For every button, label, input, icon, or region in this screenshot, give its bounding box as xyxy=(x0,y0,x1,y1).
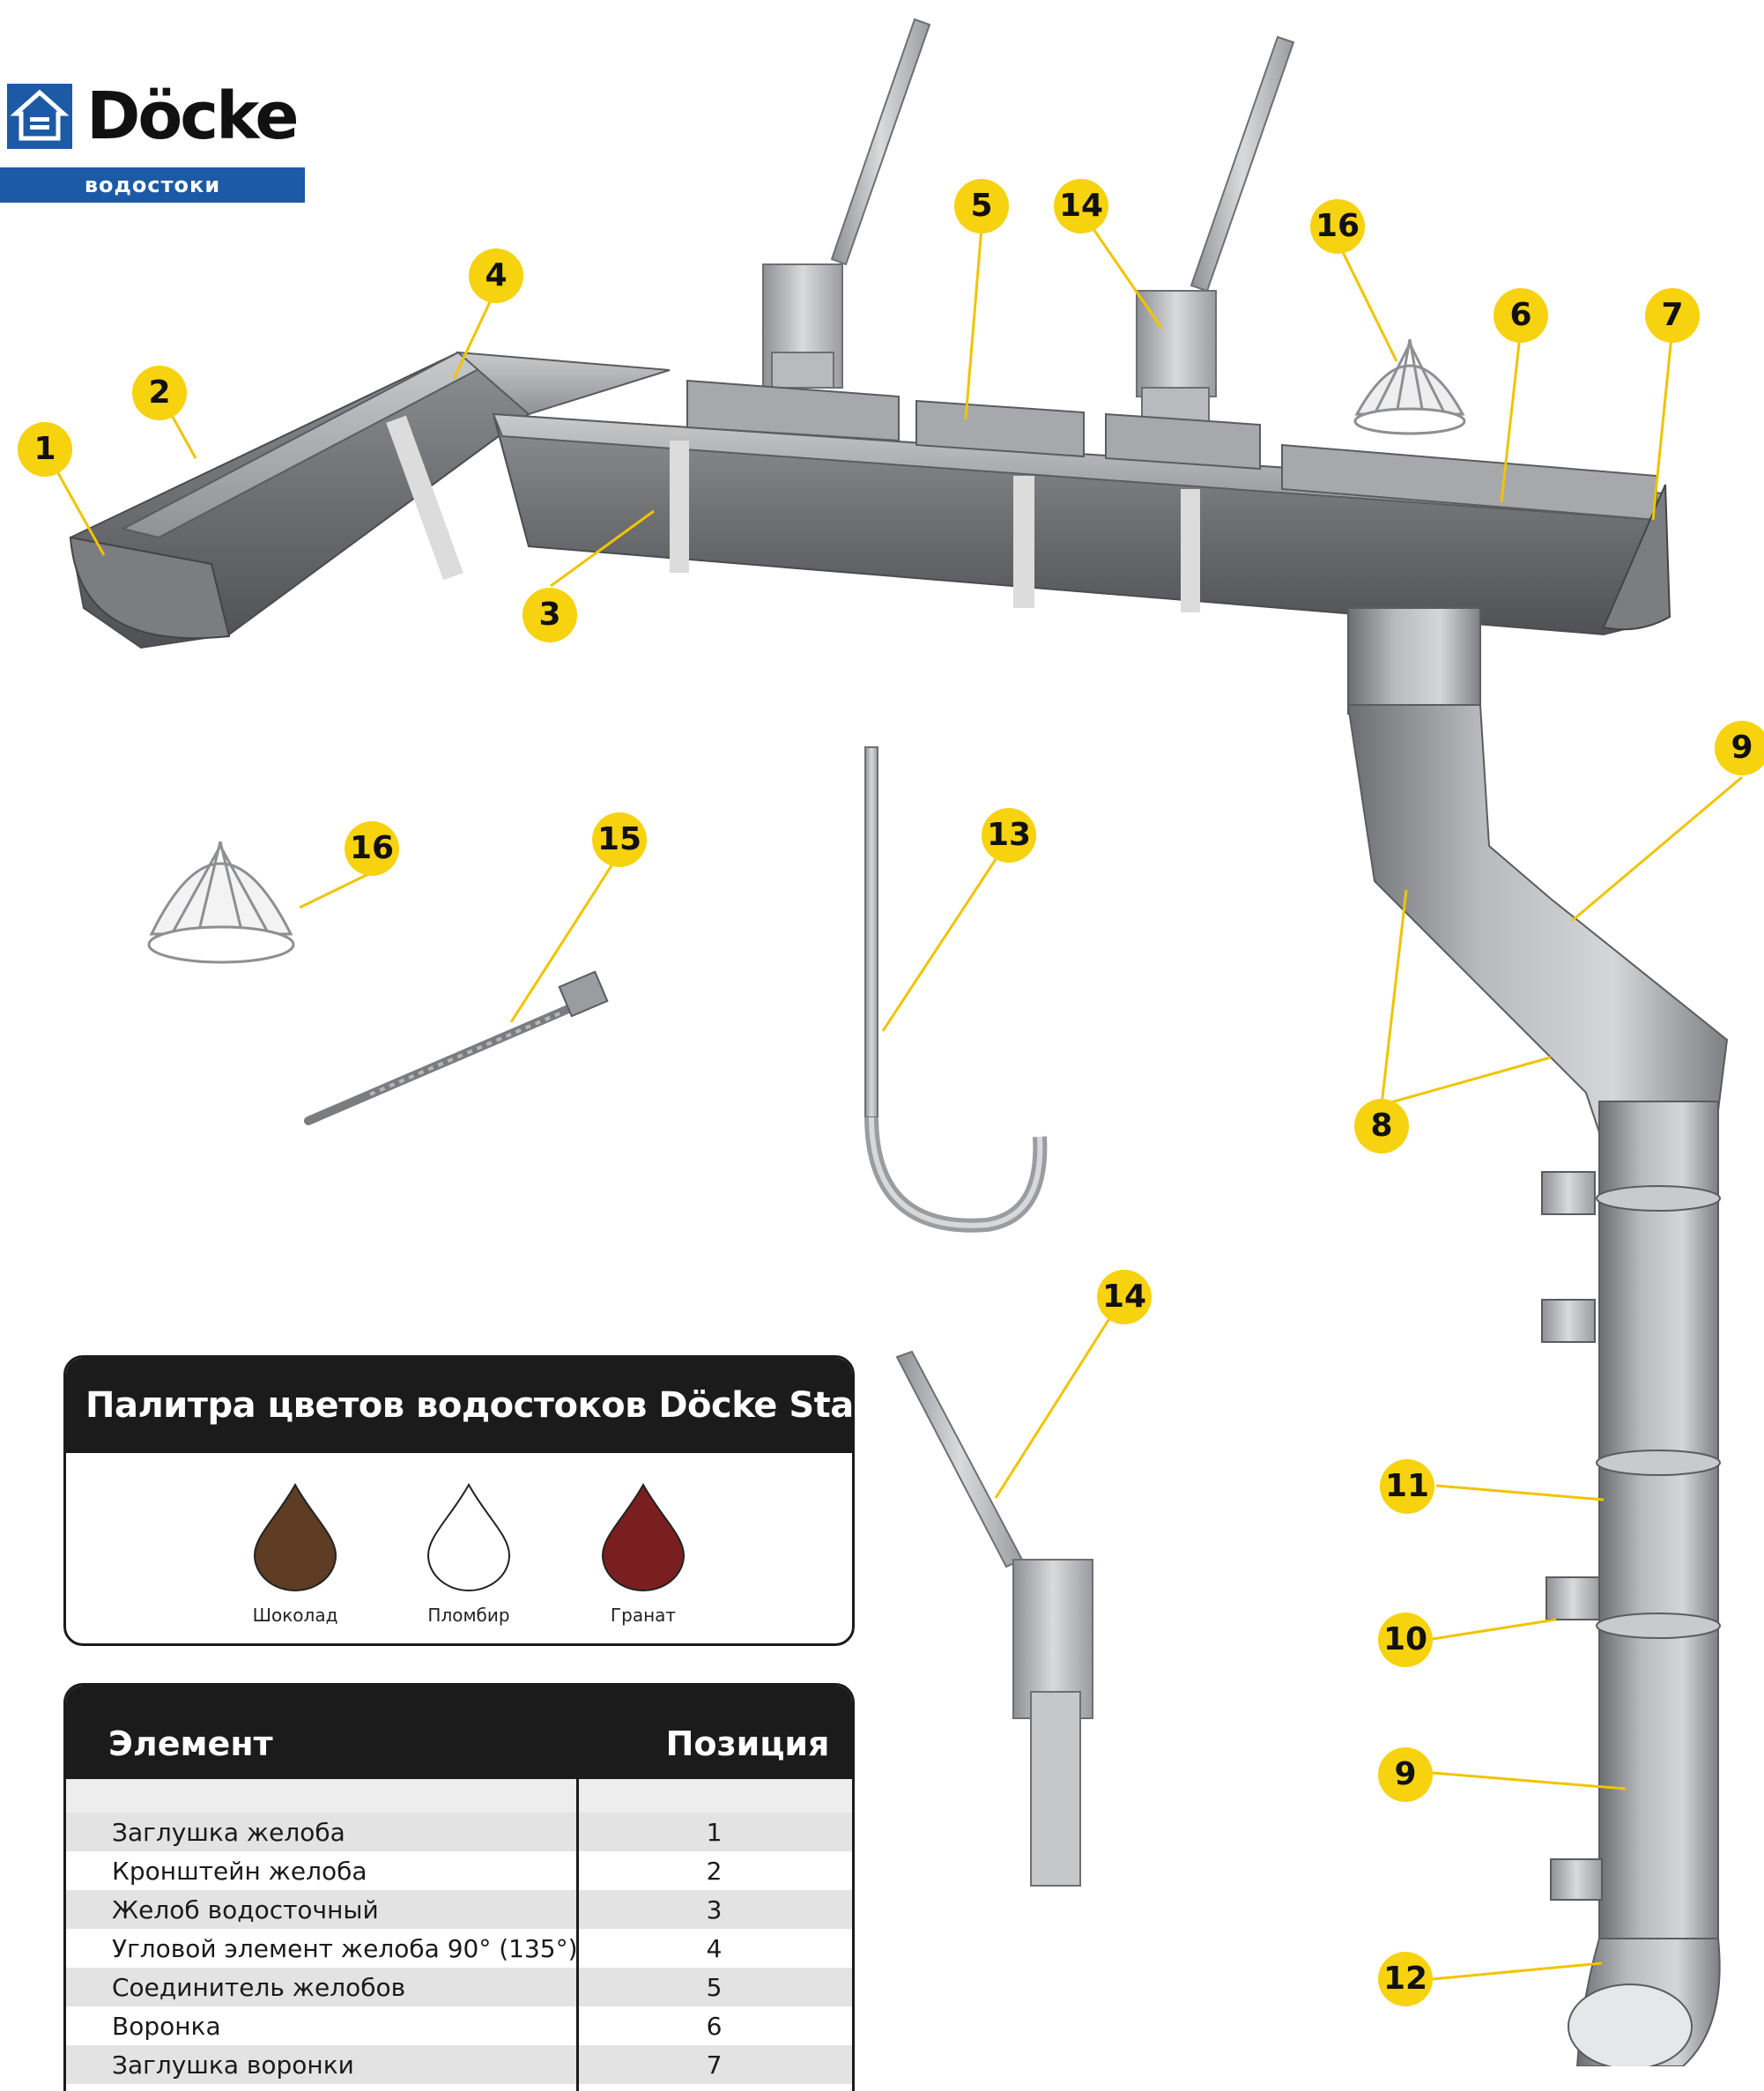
header-position: Позиция xyxy=(643,1686,852,1802)
swatch-label: Гранат xyxy=(573,1605,714,1626)
callout-3: 3 xyxy=(523,588,577,642)
element-position: 1 xyxy=(576,1818,852,1847)
swatch-granat: Гранат xyxy=(573,1481,714,1626)
element-name: Соединитель желобов xyxy=(66,1973,576,2002)
brand-logo: Döcke водостоки xyxy=(0,72,308,203)
callout-13: 13 xyxy=(982,808,1036,863)
callout-9-bottom: 9 xyxy=(1378,1747,1433,1802)
callout-12: 12 xyxy=(1378,1952,1433,2006)
callout-6: 6 xyxy=(1493,288,1548,343)
element-name: Угловой элемент желоба 90° (135°) xyxy=(66,1934,576,1963)
element-position: 7 xyxy=(576,2050,852,2080)
element-name: Заглушка воронки xyxy=(66,2050,576,2080)
callout-2: 2 xyxy=(132,366,187,420)
element-position: 4 xyxy=(576,1934,852,1963)
house-icon xyxy=(7,84,72,149)
element-position: 5 xyxy=(576,1973,852,2002)
element-name: Воронка xyxy=(66,2012,576,2041)
swatch-plombir: Пломбир xyxy=(398,1481,539,1626)
callout-14-loose: 14 xyxy=(1097,1270,1152,1324)
parts-table-header: Элемент Позиция xyxy=(66,1686,852,1779)
callout-15: 15 xyxy=(592,812,647,867)
roof-hook-top-left xyxy=(763,19,930,388)
leaf-guard-on-gutter xyxy=(1355,339,1464,434)
leaf-guard-loose xyxy=(149,842,293,962)
roof-hook-top-right xyxy=(1137,37,1293,423)
fastening-screw xyxy=(308,972,607,1121)
callout-16-loose: 16 xyxy=(345,821,399,876)
callout-1: 1 xyxy=(18,422,72,477)
element-position: 2 xyxy=(576,1857,852,1886)
color-palette-card: Палитра цветов водостоков Döcke Standard… xyxy=(63,1355,855,1646)
roof-hook-loose xyxy=(897,1352,1093,1886)
callout-4: 4 xyxy=(469,248,523,303)
callout-5: 5 xyxy=(954,179,1009,234)
callout-10: 10 xyxy=(1378,1613,1433,1667)
brand-name: Döcke xyxy=(86,84,297,149)
element-name: Заглушка желоба xyxy=(66,1818,576,1847)
color-drop-icon xyxy=(425,1481,513,1592)
palette-title: Палитра цветов водостоков Döcke Standard xyxy=(66,1358,852,1453)
element-position: 6 xyxy=(576,2012,852,2041)
color-drop-icon xyxy=(599,1481,687,1592)
swatch-label: Шоколад xyxy=(225,1605,366,1626)
callout-14-top: 14 xyxy=(1054,179,1108,234)
element-position: 3 xyxy=(576,1895,852,1924)
element-name: Кронштейн желоба xyxy=(66,1857,576,1886)
callout-8: 8 xyxy=(1354,1099,1409,1153)
color-drop-icon xyxy=(251,1481,339,1592)
callout-16-top: 16 xyxy=(1310,199,1365,254)
callout-9-top: 9 xyxy=(1715,721,1764,775)
swatch-chocolate: Шоколад xyxy=(225,1481,366,1626)
element-name: Желоб водосточный xyxy=(66,1895,576,1924)
table-row: Угловой элемент желоба 90° (135°)4 xyxy=(66,1929,852,1968)
swatch-label: Пломбир xyxy=(398,1605,539,1626)
header-element: Элемент xyxy=(108,1686,273,1802)
callout-7: 7 xyxy=(1645,288,1700,343)
downpipe xyxy=(1348,608,1727,2066)
brand-subtitle: водостоки xyxy=(0,167,305,203)
callout-11: 11 xyxy=(1380,1459,1434,1514)
